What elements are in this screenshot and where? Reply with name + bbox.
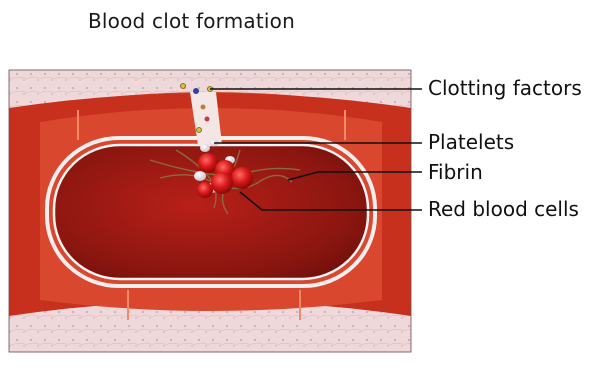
red-blood-cell (231, 167, 253, 189)
clotting-factor (201, 105, 206, 110)
clotting-factor (193, 88, 199, 94)
clotting-factor (205, 117, 210, 122)
platelet (194, 171, 206, 181)
clotting-factor (181, 84, 186, 89)
label-clotting-factors: Clotting factors (428, 76, 582, 100)
label-platelets: Platelets (428, 130, 514, 154)
label-red-blood-cells: Red blood cells (428, 197, 579, 221)
red-blood-cell (197, 182, 213, 198)
red-blood-cell (211, 172, 233, 194)
label-fibrin: Fibrin (428, 160, 483, 184)
platelet (200, 144, 210, 152)
clotting-factor (197, 128, 202, 133)
